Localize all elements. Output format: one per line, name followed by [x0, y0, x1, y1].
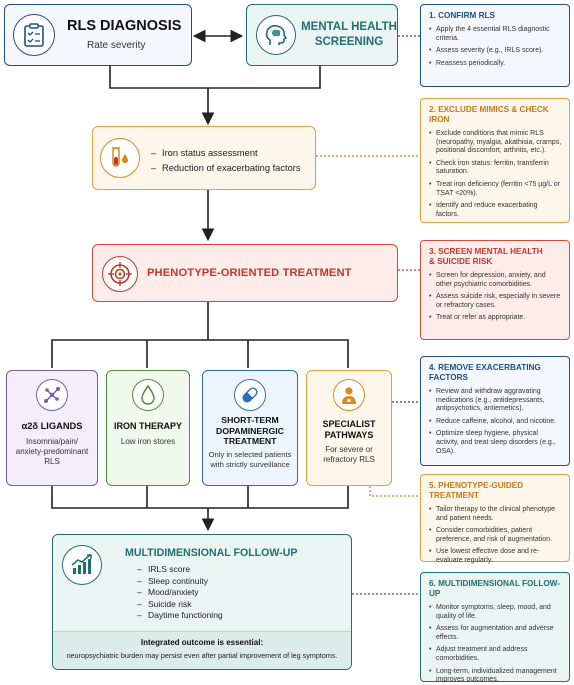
- drop-icon: [132, 379, 164, 411]
- capsule-icon: [234, 379, 266, 411]
- step-item: Reduce caffeine, alcohol, and nicotine.: [429, 418, 562, 427]
- step-item: Check iron status: ferritin, transferrin…: [429, 160, 562, 177]
- step-item: Monitor symptoms, sleep, mood, and quali…: [429, 604, 562, 621]
- step-title: 5. PHENOTYPE-GUIDED TREATMENT: [429, 481, 524, 500]
- growth-chart-icon: [62, 545, 102, 585]
- iron-assessment-item: Iron status assessment: [151, 146, 301, 161]
- followup-item: Mood/anxiety: [137, 587, 223, 599]
- step-item: Assess severity (e.g., IRLS score).: [429, 47, 562, 56]
- treatment-card-a2d-ligands: α2δ LIGANDS Insomnia/pain/ anxiety-predo…: [6, 370, 98, 486]
- step-item: Apply the 4 essential RLS diagnostic cri…: [429, 26, 562, 43]
- brain-head-icon: [256, 15, 296, 55]
- rls-diagnosis-title: RLS DIAGNOSIS: [67, 18, 182, 34]
- rls-diagnosis-subtitle: Rate severity: [87, 40, 146, 51]
- doctor-icon: [333, 379, 365, 411]
- followup-item: Sleep continuity: [137, 576, 223, 588]
- followup-outcome-text: neuropsychiatric burden may persist even…: [66, 651, 338, 660]
- treatment-card-dopaminergic: SHORT-TERM DOPAMINERGIC TREATMENT Only i…: [202, 370, 298, 486]
- step-item: Use lowest effective dose and re-evaluat…: [429, 548, 562, 565]
- step-box-6: 6. MULTIDIMENSIONAL FOLLOW-UP Monitor sy…: [420, 572, 570, 685]
- step-box-5: 5. PHENOTYPE-GUIDED TREATMENT Tailor the…: [420, 474, 570, 565]
- treatment-card-desc: Low iron stores: [120, 437, 176, 446]
- step-title: 4. REMOVE EXACERBATING FACTORS: [429, 363, 541, 382]
- mental-health-screening-box: MENTAL HEALTH SCREENING: [246, 4, 398, 66]
- followup-item: IRLS score: [137, 564, 223, 576]
- treatment-card-title: α2δ LIGANDS: [21, 421, 83, 431]
- step-item: Screen for depression, anxiety, and othe…: [429, 272, 562, 289]
- step-item: Assess suicide risk, especially in sever…: [429, 293, 562, 310]
- test-tube-drop-icon: [100, 138, 140, 178]
- iron-assessment-box: Iron status assessment Reduction of exac…: [92, 126, 316, 190]
- phenotype-treatment-box: PHENOTYPE-ORIENTED TREATMENT: [92, 244, 398, 302]
- step-item: Identify and reduce exacerbating factors…: [429, 202, 562, 219]
- treatment-card-title: SHORT-TERM DOPAMINERGIC TREATMENT: [216, 415, 284, 446]
- iron-assessment-list: Iron status assessment Reduction of exac…: [151, 146, 301, 176]
- step-item: Optimize sleep hygiene, physical activit…: [429, 430, 562, 456]
- target-icon: [102, 256, 138, 292]
- step-title: 3. SCREEN MENTAL HEALTH & SUICIDE RISK: [429, 247, 543, 266]
- step-item: Adjust treatment and address comorbiditi…: [429, 646, 562, 663]
- treatment-card-iron-therapy: IRON THERAPY Low iron stores: [106, 370, 190, 486]
- step-item: Exclude conditions that mimic RLS (neuro…: [429, 130, 562, 156]
- treatment-card-desc: Only in selected patients with strictly …: [208, 450, 292, 469]
- rls-diagnosis-box: RLS DIAGNOSIS Rate severity: [4, 4, 192, 66]
- followup-list: IRLS score Sleep continuity Mood/anxiety…: [137, 564, 223, 622]
- followup-outcome-panel: Integrated outcome is essential: neurops…: [53, 631, 351, 669]
- treatment-card-title: SPECIALIST PATHWAYS: [322, 419, 376, 440]
- step-item: Treat iron deficiency (ferritin <75 µg/L…: [429, 181, 562, 198]
- followup-title: MULTIDIMENSIONAL FOLLOW-UP: [125, 547, 298, 559]
- treatment-card-desc: Insomnia/pain/ anxiety-predominant RLS: [15, 437, 89, 466]
- step-title: 1. CONFIRM RLS: [429, 11, 495, 20]
- treatment-card-title: IRON THERAPY: [113, 421, 182, 431]
- iron-assessment-item: Reduction of exacerbating factors: [151, 161, 301, 176]
- step-item: Review and withdraw aggravating medicati…: [429, 388, 562, 414]
- step-item: Reassess periodically.: [429, 60, 562, 69]
- step-box-1: 1. CONFIRM RLS Apply the 4 essential RLS…: [420, 4, 570, 87]
- step-item: Tailor therapy to the clinical phenotype…: [429, 506, 562, 523]
- step-title: 6. MULTIDIMENSIONAL FOLLOW-UP: [429, 579, 560, 598]
- phenotype-treatment-title: PHENOTYPE-ORIENTED TREATMENT: [147, 267, 352, 279]
- step-item: Assess for augmentation and adverse effe…: [429, 625, 562, 642]
- step-item: Treat or refer as appropriate.: [429, 314, 562, 323]
- molecule-icon: [36, 379, 68, 411]
- step-box-3: 3. SCREEN MENTAL HEALTH & SUICIDE RISK S…: [420, 240, 570, 340]
- step-box-2: 2. EXCLUDE MIMICS & CHECK IRON Exclude c…: [420, 98, 570, 223]
- followup-box: MULTIDIMENSIONAL FOLLOW-UP IRLS score Sl…: [52, 534, 352, 670]
- clipboard-icon: [13, 14, 55, 56]
- followup-item: Daytime functioning: [137, 610, 223, 622]
- followup-outcome-heading: Integrated outcome is essential:: [140, 638, 264, 647]
- step-box-4: 4. REMOVE EXACERBATING FACTORS Review an…: [420, 356, 570, 466]
- mental-health-title-line1: MENTAL HEALTH: [301, 21, 397, 33]
- followup-item: Suicide risk: [137, 599, 223, 611]
- step-item: Consider comorbidities, patient preferen…: [429, 527, 562, 544]
- treatment-card-desc: For severe or refractory RLS: [323, 445, 375, 464]
- mental-health-title-line2: SCREENING: [314, 36, 384, 48]
- step-title: 2. EXCLUDE MIMICS & CHECK IRON: [429, 105, 549, 124]
- treatment-card-specialist: SPECIALIST PATHWAYS For severe or refrac…: [306, 370, 392, 486]
- step-item: Long-term, individualized management imp…: [429, 668, 562, 685]
